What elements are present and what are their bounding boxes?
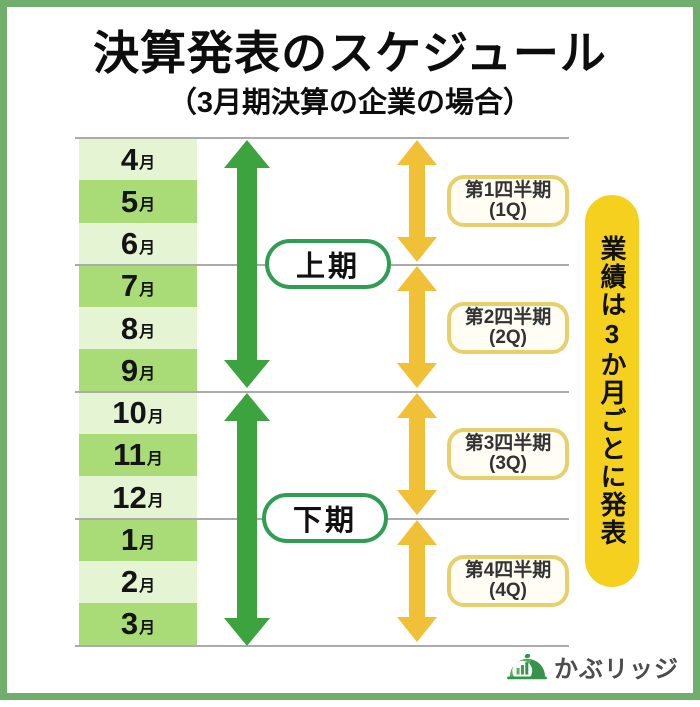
quarter-name: 第4四半期 [464, 560, 552, 582]
quarter-code: (3Q) [489, 453, 527, 474]
quarter-code: (1Q) [489, 200, 527, 221]
month-unit: 月 [139, 619, 156, 637]
month-number: 3 [120, 606, 139, 642]
quarter-gridline [75, 645, 569, 647]
month-number: 6 [120, 226, 139, 262]
month-number: 7 [120, 268, 139, 304]
q4-arrow [397, 520, 437, 642]
month-unit: 月 [139, 197, 156, 215]
quarter-label-1q: 第1四半期 (1Q) [447, 175, 569, 227]
month-number: 10 [112, 395, 147, 431]
quarter-code: (4Q) [489, 580, 527, 601]
month-number: 8 [120, 310, 139, 346]
quarter-gridline [75, 391, 569, 393]
quarter-name: 第1四半期 [464, 180, 552, 202]
month-unit: 月 [139, 577, 156, 595]
month-unit: 月 [147, 408, 164, 426]
month-unit: 月 [139, 324, 156, 342]
q3-arrow [397, 393, 437, 515]
month-number: 1 [120, 521, 139, 557]
side-note-banner: 業績は3か月ごとに発表 [585, 195, 639, 587]
bridge-chart-icon [507, 653, 547, 681]
q2-arrow [397, 266, 437, 388]
first-half-label: 上期 [265, 239, 391, 289]
page-title: 決算発表のスケジュール [93, 27, 607, 79]
month-unit: 月 [139, 155, 156, 173]
month-number: 11 [113, 437, 146, 473]
month-number: 2 [120, 564, 139, 600]
month-unit: 月 [139, 281, 156, 299]
page-subtitle: （3月期決算の企業の場合） [167, 87, 533, 119]
quarter-label-2q: 第2四半期 (2Q) [447, 302, 569, 354]
quarter-code: (2Q) [489, 327, 527, 348]
month-number: 5 [120, 183, 139, 219]
quarter-name: 第2四半期 [464, 307, 552, 329]
month-unit: 月 [139, 366, 156, 384]
month-unit: 月 [146, 450, 163, 468]
month-number: 9 [120, 352, 139, 388]
month-number: 4 [120, 141, 139, 177]
month-unit: 月 [139, 535, 156, 553]
month-number: 12 [112, 479, 147, 515]
brand-name: かぶリッジ [554, 655, 679, 683]
q1-arrow [397, 140, 437, 262]
quarter-gridline [75, 137, 569, 139]
quarter-label-3q: 第3四半期 (3Q) [447, 428, 569, 480]
month-unit: 月 [139, 239, 156, 257]
brand-logo: かぶリッジ [506, 647, 679, 685]
month-unit: 月 [147, 493, 164, 511]
quarter-name: 第3四半期 [464, 433, 552, 455]
second-half-label: 下期 [262, 493, 388, 543]
side-note-text: 業績は3か月ごとに発表 [597, 235, 627, 547]
quarter-label-4q: 第4四半期 (4Q) [447, 555, 569, 607]
